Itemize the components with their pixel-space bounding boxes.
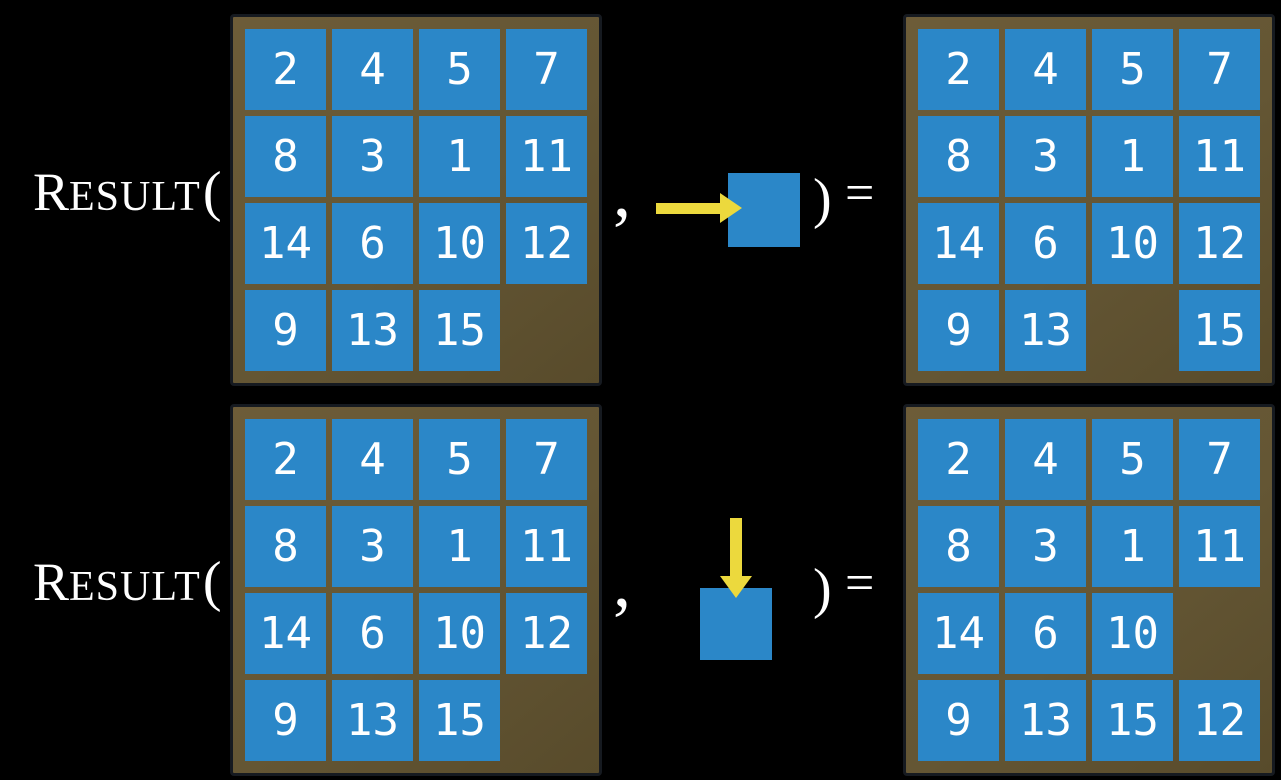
tile-8: 8 <box>918 116 999 197</box>
blank-cell <box>506 290 587 371</box>
result-label-rest: ESULT <box>69 174 201 220</box>
tile-15: 15 <box>1092 680 1173 761</box>
tile-8: 8 <box>245 506 326 587</box>
tile-5: 5 <box>419 419 500 500</box>
tile-14: 14 <box>918 593 999 674</box>
tile-9: 9 <box>918 290 999 371</box>
close-paren: ) <box>813 168 832 230</box>
move-right-arrow-icon <box>656 193 742 223</box>
tile-6: 6 <box>1005 203 1086 284</box>
tile-12: 12 <box>506 593 587 674</box>
tile-13: 13 <box>332 290 413 371</box>
tile-5: 5 <box>1092 29 1173 110</box>
tile-8: 8 <box>245 116 326 197</box>
tile-8: 8 <box>918 506 999 587</box>
tile-10: 10 <box>419 203 500 284</box>
equals-sign: = <box>845 555 875 612</box>
tile-13: 13 <box>1005 680 1086 761</box>
tile-5: 5 <box>1092 419 1173 500</box>
tile-1: 1 <box>419 506 500 587</box>
blank-tile-square <box>728 173 800 247</box>
tile-3: 3 <box>1005 116 1086 197</box>
tile-9: 9 <box>245 290 326 371</box>
tile-2: 2 <box>245 419 326 500</box>
tile-7: 7 <box>506 29 587 110</box>
tile-7: 7 <box>506 419 587 500</box>
tile-6: 6 <box>332 203 413 284</box>
blank-cell <box>506 680 587 761</box>
tile-11: 11 <box>1179 506 1260 587</box>
tile-6: 6 <box>1005 593 1086 674</box>
tile-13: 13 <box>332 680 413 761</box>
tile-15: 15 <box>1179 290 1260 371</box>
comma-separator: , <box>613 542 631 622</box>
blank-cell <box>1092 290 1173 371</box>
result-label-initial: R <box>33 162 70 222</box>
comma-separator: , <box>613 152 631 232</box>
tile-3: 3 <box>332 506 413 587</box>
open-paren: ( <box>202 161 222 223</box>
tile-3: 3 <box>1005 506 1086 587</box>
tile-10: 10 <box>419 593 500 674</box>
tile-3: 3 <box>332 116 413 197</box>
tile-15: 15 <box>419 680 500 761</box>
tile-14: 14 <box>918 203 999 284</box>
tile-4: 4 <box>332 419 413 500</box>
tile-4: 4 <box>1005 419 1086 500</box>
tile-1: 1 <box>1092 116 1173 197</box>
result-label-rest: ESULT <box>69 564 201 610</box>
tile-6: 6 <box>332 593 413 674</box>
tile-9: 9 <box>245 680 326 761</box>
tile-11: 11 <box>506 116 587 197</box>
tile-10: 10 <box>1092 203 1173 284</box>
result-label-initial: R <box>33 552 70 612</box>
tile-1: 1 <box>419 116 500 197</box>
tile-4: 4 <box>332 29 413 110</box>
tile-14: 14 <box>245 203 326 284</box>
tile-11: 11 <box>1179 116 1260 197</box>
tile-2: 2 <box>245 29 326 110</box>
tile-2: 2 <box>918 29 999 110</box>
blank-tile-square <box>700 588 772 660</box>
tile-10: 10 <box>1092 593 1173 674</box>
close-paren: ) <box>813 558 832 620</box>
tile-12: 12 <box>506 203 587 284</box>
equals-sign: = <box>845 165 875 222</box>
open-paren: ( <box>202 551 222 613</box>
tile-13: 13 <box>1005 290 1086 371</box>
tile-7: 7 <box>1179 29 1260 110</box>
tile-14: 14 <box>245 593 326 674</box>
tile-1: 1 <box>1092 506 1173 587</box>
move-down-arrow-icon <box>720 518 752 598</box>
tile-9: 9 <box>918 680 999 761</box>
tile-12: 12 <box>1179 203 1260 284</box>
tile-4: 4 <box>1005 29 1086 110</box>
tile-12: 12 <box>1179 680 1260 761</box>
blank-cell <box>1179 593 1260 674</box>
tile-2: 2 <box>918 419 999 500</box>
tile-11: 11 <box>506 506 587 587</box>
tile-5: 5 <box>419 29 500 110</box>
tile-15: 15 <box>419 290 500 371</box>
tile-7: 7 <box>1179 419 1260 500</box>
